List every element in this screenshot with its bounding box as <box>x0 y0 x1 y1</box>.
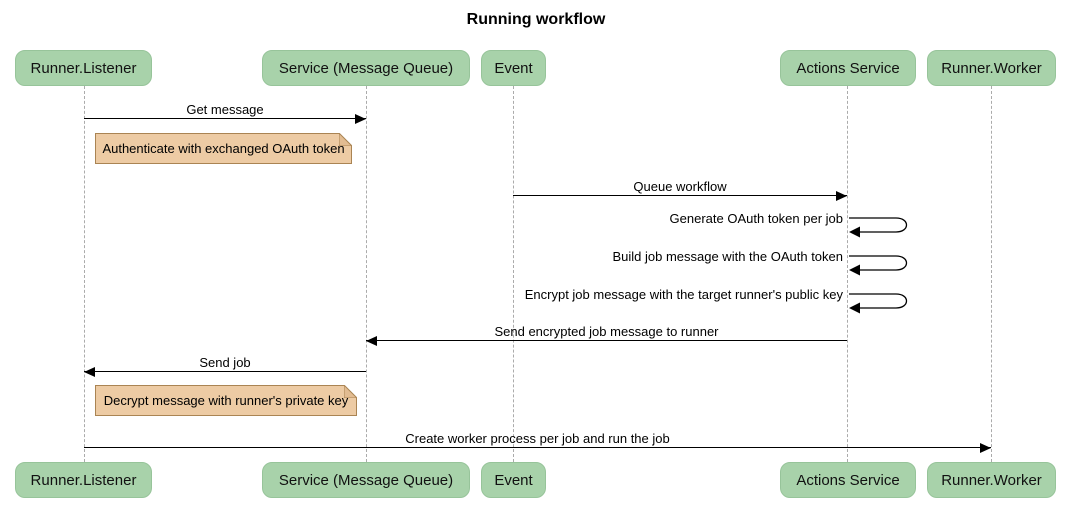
note-text: Authenticate with exchanged OAuth token <box>102 141 345 156</box>
message-label-encrypt-job-message: Encrypt job message with the target runn… <box>524 287 843 302</box>
message-arrow-send-encrypted-job <box>366 336 847 346</box>
participant-bottom-actions-service: Actions Service <box>780 462 916 498</box>
note-authenticate-oauth: Authenticate with exchanged OAuth token <box>95 133 352 164</box>
participant-top-runner-listener: Runner.Listener <box>15 50 152 86</box>
self-loop-arrow <box>849 293 908 314</box>
participant-bottom-runner-listener: Runner.Listener <box>15 462 152 498</box>
participant-bottom-runner-worker: Runner.Worker <box>927 462 1056 498</box>
message-label-get-message: Get message <box>186 102 264 117</box>
note-fold-icon <box>344 385 357 398</box>
message-label-build-job-message: Build job message with the OAuth token <box>612 249 843 264</box>
message-label-create-worker-process: Create worker process per job and run th… <box>405 431 670 446</box>
lifeline-event <box>513 86 514 462</box>
participant-top-event: Event <box>481 50 546 86</box>
arrowhead-right-icon <box>836 191 847 201</box>
lifeline-service-message-queue <box>366 86 367 462</box>
participant-top-actions-service: Actions Service <box>780 50 916 86</box>
message-label-queue-workflow: Queue workflow <box>633 179 727 194</box>
participant-top-service-message-queue: Service (Message Queue) <box>262 50 470 86</box>
note-text: Decrypt message with runner's private ke… <box>103 393 349 408</box>
lifeline-runner-worker <box>991 86 992 462</box>
note-decrypt-private-key: Decrypt message with runner's private ke… <box>95 385 357 416</box>
participant-bottom-service-message-queue: Service (Message Queue) <box>262 462 470 498</box>
note-fold-icon <box>339 133 352 146</box>
message-arrow-queue-workflow <box>513 191 847 201</box>
message-arrow-create-worker-process <box>84 443 991 453</box>
arrowhead-left-icon <box>366 336 377 346</box>
lifeline-actions-service <box>847 86 848 462</box>
message-label-generate-oauth-token: Generate OAuth token per job <box>669 211 843 226</box>
diagram-title: Running workflow <box>466 11 606 28</box>
message-arrow-send-job <box>84 367 366 377</box>
participant-bottom-event: Event <box>481 462 546 498</box>
self-loop-arrow <box>849 217 908 238</box>
self-loop-arrow <box>849 255 908 276</box>
arrowhead-right-icon <box>355 114 366 124</box>
arrowhead-left-icon <box>84 367 95 377</box>
message-label-send-job: Send job <box>199 355 251 370</box>
arrowhead-right-icon <box>980 443 991 453</box>
message-label-send-encrypted-job: Send encrypted job message to runner <box>494 324 719 339</box>
message-arrow-get-message <box>84 114 366 124</box>
participant-top-runner-worker: Runner.Worker <box>927 50 1056 86</box>
lifeline-runner-listener <box>84 86 85 462</box>
